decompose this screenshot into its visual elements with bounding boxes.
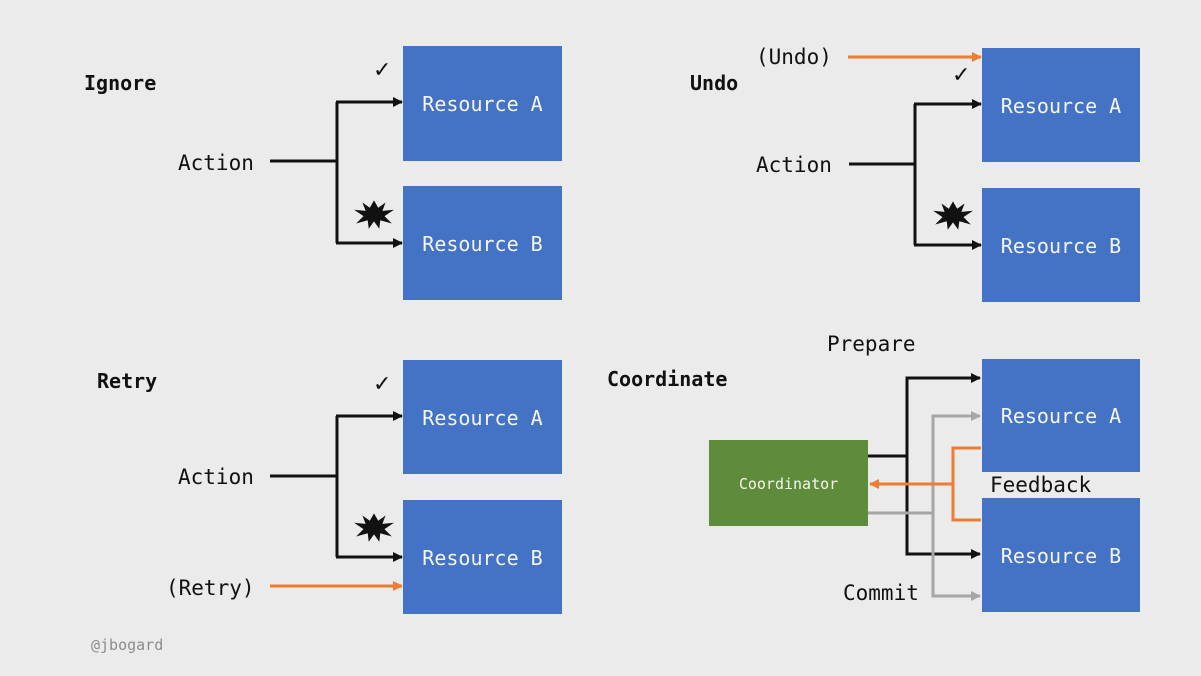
retry-label: (Retry) [166, 576, 255, 600]
quadrant-retry: Retry Action ✓ (Retry) Resource A Resour… [97, 360, 562, 614]
coordinate-resource-a-label: Resource A [1001, 404, 1121, 428]
undo-explosion-icon [933, 201, 973, 230]
undo-action-label: Action [756, 153, 832, 177]
coordinator-box [709, 440, 868, 526]
coordinate-commit-arrow-a [868, 411, 981, 515]
quadrant-ignore: Ignore Action ✓ Resource A Resource B [84, 46, 562, 300]
undo-compensate-label: (Undo) [756, 45, 832, 69]
retry-check-icon: ✓ [373, 372, 391, 397]
quadrant-undo: Undo (Undo) Action ✓ Resource A Resource… [690, 45, 1140, 302]
coordinate-prepare-arrow-b [905, 456, 981, 559]
retry-explosion-icon [354, 513, 394, 542]
coordinate-commit-arrow-b [931, 513, 981, 601]
coordinate-resource-a-box [982, 359, 1140, 472]
ignore-resource-a-label: Resource A [422, 92, 542, 116]
quadrant-coordinate: Coordinate Prepare Coordinator Resource … [607, 332, 1140, 612]
undo-resource-b-label: Resource B [1001, 234, 1121, 258]
coordinate-feedback-label: Feedback [990, 473, 1092, 497]
ignore-resource-a-box [403, 46, 562, 161]
retry-action-label: Action [178, 465, 254, 489]
ignore-action-label: Action [178, 151, 254, 175]
ignore-resource-b-label: Resource B [422, 232, 542, 256]
ignore-resource-b-box [403, 186, 562, 300]
coordinate-resource-b-box [982, 498, 1140, 612]
coordinator-label: Coordinator [739, 475, 838, 493]
coordinate-feedback-line [951, 446, 981, 522]
undo-resource-b-box [982, 188, 1140, 302]
author-credit: @jbogard [91, 636, 163, 654]
coordinate-prepare-arrow-a [868, 373, 981, 458]
undo-resource-a-label: Resource A [1001, 94, 1121, 118]
ignore-title: Ignore [84, 71, 156, 95]
ignore-check-icon: ✓ [373, 58, 391, 83]
undo-title: Undo [690, 71, 738, 95]
coordinate-commit-label: Commit [843, 581, 919, 605]
retry-resource-b-label: Resource B [422, 546, 542, 570]
retry-resource-a-label: Resource A [422, 406, 542, 430]
undo-resource-a-box [982, 48, 1140, 162]
coordinate-title: Coordinate [607, 367, 727, 391]
coordinate-prepare-label: Prepare [827, 332, 916, 356]
undo-check-icon: ✓ [952, 63, 970, 88]
coordinate-resource-b-label: Resource B [1001, 544, 1121, 568]
ignore-explosion-icon [354, 200, 394, 229]
retry-title: Retry [97, 369, 157, 393]
retry-resource-a-box [403, 360, 562, 474]
retry-resource-b-box [403, 500, 562, 614]
